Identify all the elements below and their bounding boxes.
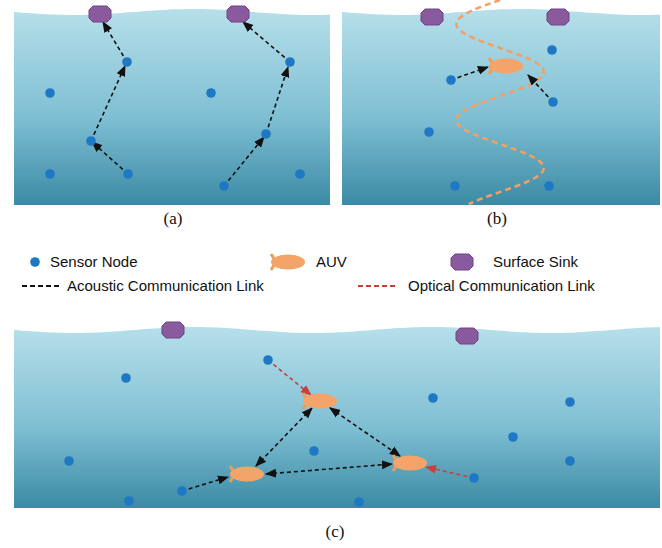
auv-hull xyxy=(271,255,305,270)
sensor-node xyxy=(565,397,575,407)
sensor-node xyxy=(64,456,74,466)
sensor-node xyxy=(45,169,55,179)
auv-hull xyxy=(393,456,427,471)
sensor-node xyxy=(354,497,364,507)
water-panel xyxy=(14,9,330,205)
acoustic-link xyxy=(182,477,228,491)
sensor-node xyxy=(45,88,55,98)
legend-line-sample xyxy=(22,285,62,287)
surface-sink xyxy=(451,254,473,270)
legend-label: Optical Communication Link xyxy=(408,277,595,295)
sensor-node xyxy=(177,486,187,496)
water-panel xyxy=(342,9,660,205)
auv-vehicle xyxy=(393,455,427,471)
sensor-node xyxy=(261,129,271,139)
sensor-node xyxy=(263,355,273,365)
sensor-node xyxy=(508,432,518,442)
sensor-node xyxy=(219,181,229,191)
surface-sink xyxy=(162,322,184,338)
sensor-node xyxy=(206,88,216,98)
sensor-node xyxy=(285,57,295,67)
sensor-node xyxy=(295,169,305,179)
panel-label: (b) xyxy=(487,209,507,229)
surface-sink xyxy=(89,6,111,22)
acoustic-link xyxy=(330,408,400,456)
legend-label: Sensor Node xyxy=(50,253,138,271)
surface-sink xyxy=(547,9,569,25)
acoustic-link xyxy=(103,22,127,62)
auv-vehicle xyxy=(230,466,264,482)
optical-link xyxy=(268,360,311,395)
surface-sink xyxy=(227,6,249,22)
auv-trajectory xyxy=(456,0,543,204)
surface-sink xyxy=(421,9,443,25)
acoustic-link xyxy=(451,67,488,80)
legend-label: Acoustic Communication Link xyxy=(67,277,264,295)
acoustic-link xyxy=(92,142,128,174)
acoustic-link xyxy=(243,22,290,62)
auv-vehicle xyxy=(271,254,305,270)
acoustic-link xyxy=(91,66,125,141)
auv-vehicle xyxy=(489,58,523,74)
sensor-node xyxy=(547,45,557,55)
surface-sink xyxy=(456,328,478,344)
acoustic-link xyxy=(266,464,392,474)
auv-vehicle xyxy=(303,393,337,409)
sensor-node xyxy=(424,127,434,137)
acoustic-link xyxy=(528,75,553,102)
sensor-node xyxy=(124,496,134,506)
sensor-node xyxy=(565,456,575,466)
auv-hull xyxy=(230,467,264,482)
acoustic-link xyxy=(224,137,264,186)
sensor-node xyxy=(428,393,438,403)
sensor-node xyxy=(548,97,558,107)
acoustic-link xyxy=(266,67,288,134)
sensor-node xyxy=(121,373,131,383)
sensor-node xyxy=(469,473,479,483)
legend-label: Surface Sink xyxy=(493,253,578,271)
sensor-node xyxy=(123,169,133,179)
auv-hull xyxy=(489,59,523,74)
optical-link xyxy=(426,467,474,478)
sensor-node xyxy=(86,136,96,146)
sensor-node xyxy=(309,446,319,456)
water-panel xyxy=(14,327,660,508)
legend-line-sample xyxy=(358,285,398,287)
panel-label: (a) xyxy=(164,209,183,229)
acoustic-link xyxy=(256,408,312,466)
sensor-node xyxy=(122,57,132,67)
panel-label: (c) xyxy=(326,522,345,542)
sensor-node xyxy=(450,181,460,191)
sensor-node xyxy=(30,257,40,267)
legend-label: AUV xyxy=(316,253,347,271)
sensor-node xyxy=(446,75,456,85)
sensor-node xyxy=(544,181,554,191)
auv-hull xyxy=(303,394,337,409)
